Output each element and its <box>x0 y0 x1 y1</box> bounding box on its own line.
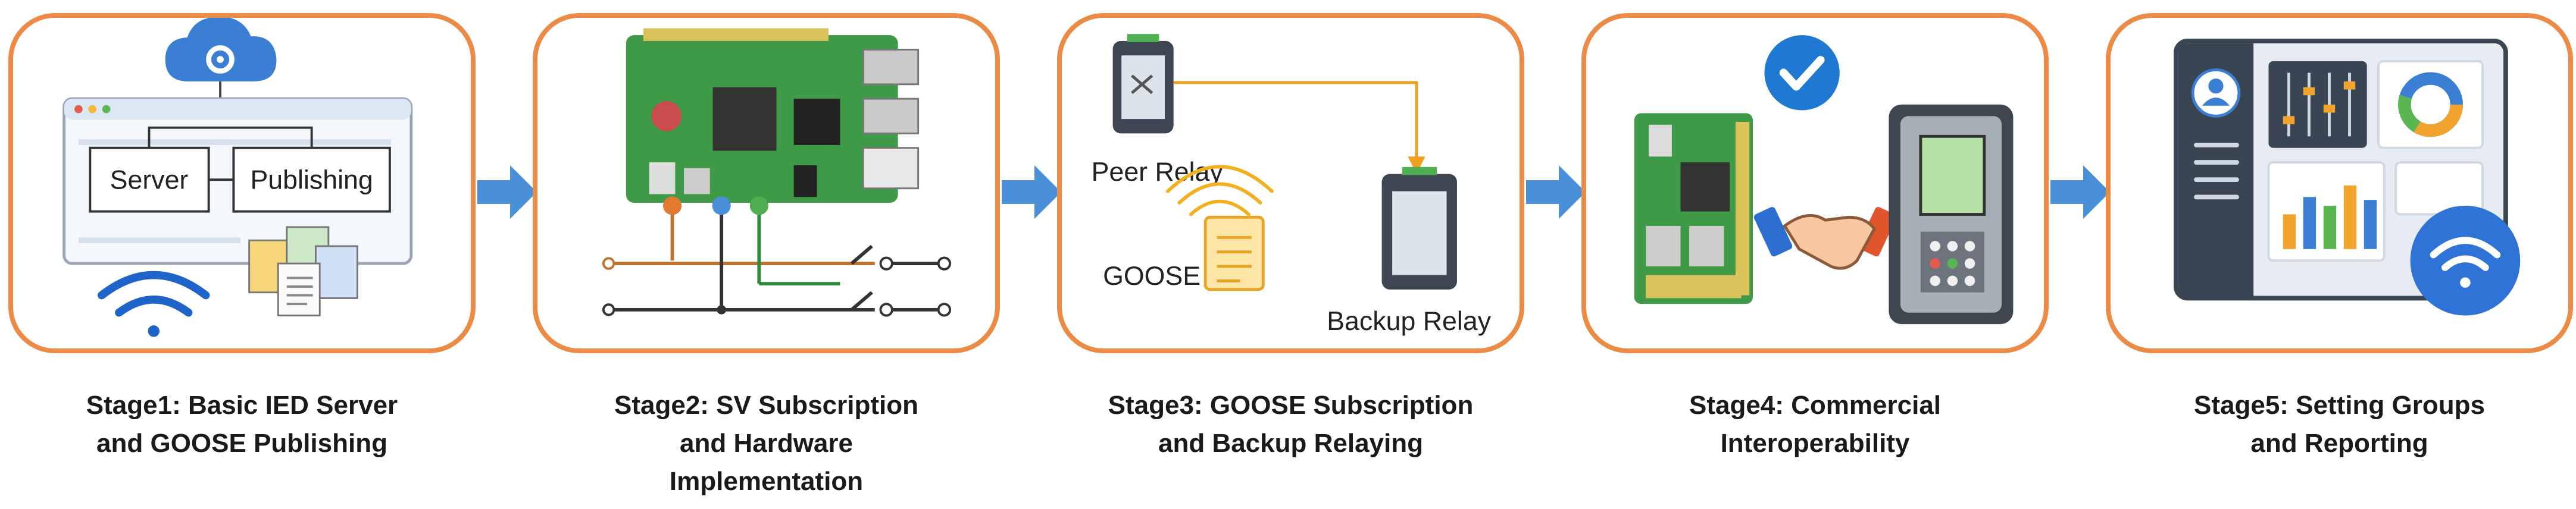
circuit-switch-icon <box>602 196 952 317</box>
avatar-icon <box>2191 68 2241 200</box>
relay-terminal-icon <box>1889 104 2014 325</box>
publishing-label: Publishing <box>250 166 373 195</box>
stage-1-panel: Server Publishing <box>8 13 476 353</box>
peer-relay-device-icon <box>1112 34 1174 134</box>
cloud-gear-icon <box>165 18 277 81</box>
stage-5-caption-line-1: Stage5: Setting Groups <box>2194 391 2485 420</box>
bar-chart-icon <box>2267 161 2386 262</box>
stage-2-panel <box>533 13 1000 353</box>
donut-chart-icon <box>2377 59 2484 149</box>
checkmark-icon <box>1764 35 1840 111</box>
stage-3-illustration: Peer Relay GOOSE Backup Relay <box>1092 34 1492 336</box>
stage-3-panel: Peer Relay GOOSE Backup Relay <box>1057 13 1524 353</box>
stage-4-caption-line-2: Interoperability <box>1720 429 1910 458</box>
arrow-2-icon <box>1002 165 1061 219</box>
backup-relay-device-icon <box>1381 166 1457 290</box>
stage-2-caption-line-3: Implementation <box>669 467 864 496</box>
stage-2-caption: Stage2: SV Subscription and Hardware Imp… <box>533 387 1000 501</box>
stage-2-illustration <box>602 28 952 317</box>
arrow-3-icon <box>1526 165 1586 219</box>
stage-5-panel <box>2106 13 2573 353</box>
stage-4-illustration <box>1634 35 2014 325</box>
stage-2-caption-line-1: Stage2: SV Subscription <box>614 391 918 420</box>
stage-1-caption-line-2: and GOOSE Publishing <box>96 429 387 458</box>
raspberry-pi-board-icon <box>1634 113 1753 304</box>
raspberry-pi-board-icon <box>626 28 920 203</box>
stage-5-caption-line-2: and Reporting <box>2250 429 2428 458</box>
backup-relay-label: Backup Relay <box>1327 307 1491 336</box>
stage-3-caption-line-1: Stage3: GOOSE Subscription <box>1108 391 1474 420</box>
relay-link-arrow <box>1173 81 1418 160</box>
stage-5-caption: Stage5: Setting Groups and Reporting <box>2106 387 2573 463</box>
stage-3-caption-line-2: and Backup Relaying <box>1158 429 1423 458</box>
peer-relay-label: Peer Relay <box>1092 158 1224 187</box>
stage-3-caption: Stage3: GOOSE Subscription and Backup Re… <box>1057 387 1524 463</box>
stage-4-panel <box>1581 13 2049 353</box>
goose-label: GOOSE <box>1103 262 1201 291</box>
goose-document-icon <box>1203 215 1265 291</box>
arrow-4-icon <box>2050 165 2110 219</box>
stage-1-caption: Stage1: Basic IED Server and GOOSE Publi… <box>8 387 476 463</box>
arrow-1-icon <box>477 165 537 219</box>
sliders-icon <box>2268 61 2367 148</box>
stage-1-illustration: Server Publishing <box>62 18 413 337</box>
stage-4-caption-line-1: Stage4: Commercial <box>1689 391 1942 420</box>
wifi-icon <box>97 271 210 337</box>
documents-icon <box>248 226 358 317</box>
wifi-icon <box>2410 205 2521 316</box>
server-label: Server <box>110 166 189 195</box>
stage-4-caption: Stage4: Commercial Interoperability <box>1581 387 2049 463</box>
stage-1-caption-line-1: Stage1: Basic IED Server <box>86 391 398 420</box>
stage-2-caption-line-2: and Hardware <box>680 429 853 458</box>
stage-5-illustration <box>2174 38 2521 316</box>
signal-icon <box>1166 165 1274 216</box>
handshake-icon <box>1753 207 1897 270</box>
